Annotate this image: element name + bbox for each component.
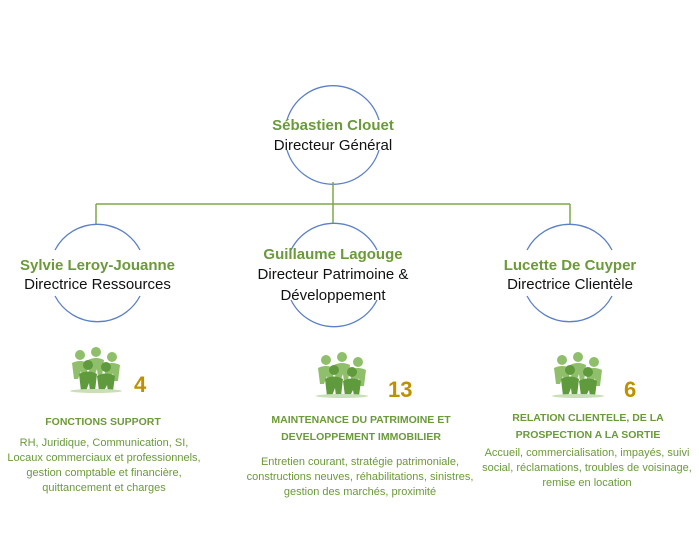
right-node-count: 6: [624, 377, 637, 402]
right-node-role: Directrice Clientèle: [507, 276, 633, 293]
people-group-icon: [552, 352, 604, 398]
left-node-count: 4: [134, 372, 147, 397]
left-node-arc-lower: [54, 295, 141, 323]
top-node-name: Sébastien Clouet: [272, 117, 394, 134]
top-node-role: Directeur Général: [273, 137, 393, 154]
middle-node-role: Directeur Patrimoine & Développement: [257, 266, 409, 304]
left-node-name: Sylvie Leroy-Jouanne: [19, 257, 176, 274]
right-service-description: Accueil, commercialisation, impayés, sui…: [482, 447, 692, 489]
middle-service-title: MAINTENANCE DU PATRIMOINE ET DEVELOPPEME…: [271, 414, 451, 443]
middle-node-name: Guillaume Lagouge: [263, 246, 403, 263]
right-node-arc-lower: [526, 295, 613, 323]
people-group-icon: [70, 347, 122, 393]
top-node-arc-upper: [286, 85, 380, 121]
right-node-arc-upper: [526, 223, 613, 251]
people-group-icon: [316, 352, 368, 398]
right-node-name: Lucette De Cuyper: [503, 257, 637, 274]
middle-service-description: Entretien courant, stratégie patrimonial…: [246, 456, 474, 498]
middle-node-arc-upper: [290, 222, 378, 251]
left-service-description: RH, Juridique, Communication, SI, Locaux…: [7, 437, 201, 494]
left-service-title: FONCTIONS SUPPORT: [45, 416, 161, 428]
left-node-role: Directrice Ressources: [24, 276, 171, 293]
middle-node-count: 13: [388, 377, 413, 402]
right-service-title: RELATION CLIENTELE, DE LA PROSPECTION A …: [512, 412, 664, 441]
left-node-arc-upper: [54, 223, 141, 251]
middle-node-arc-lower: [290, 299, 378, 328]
